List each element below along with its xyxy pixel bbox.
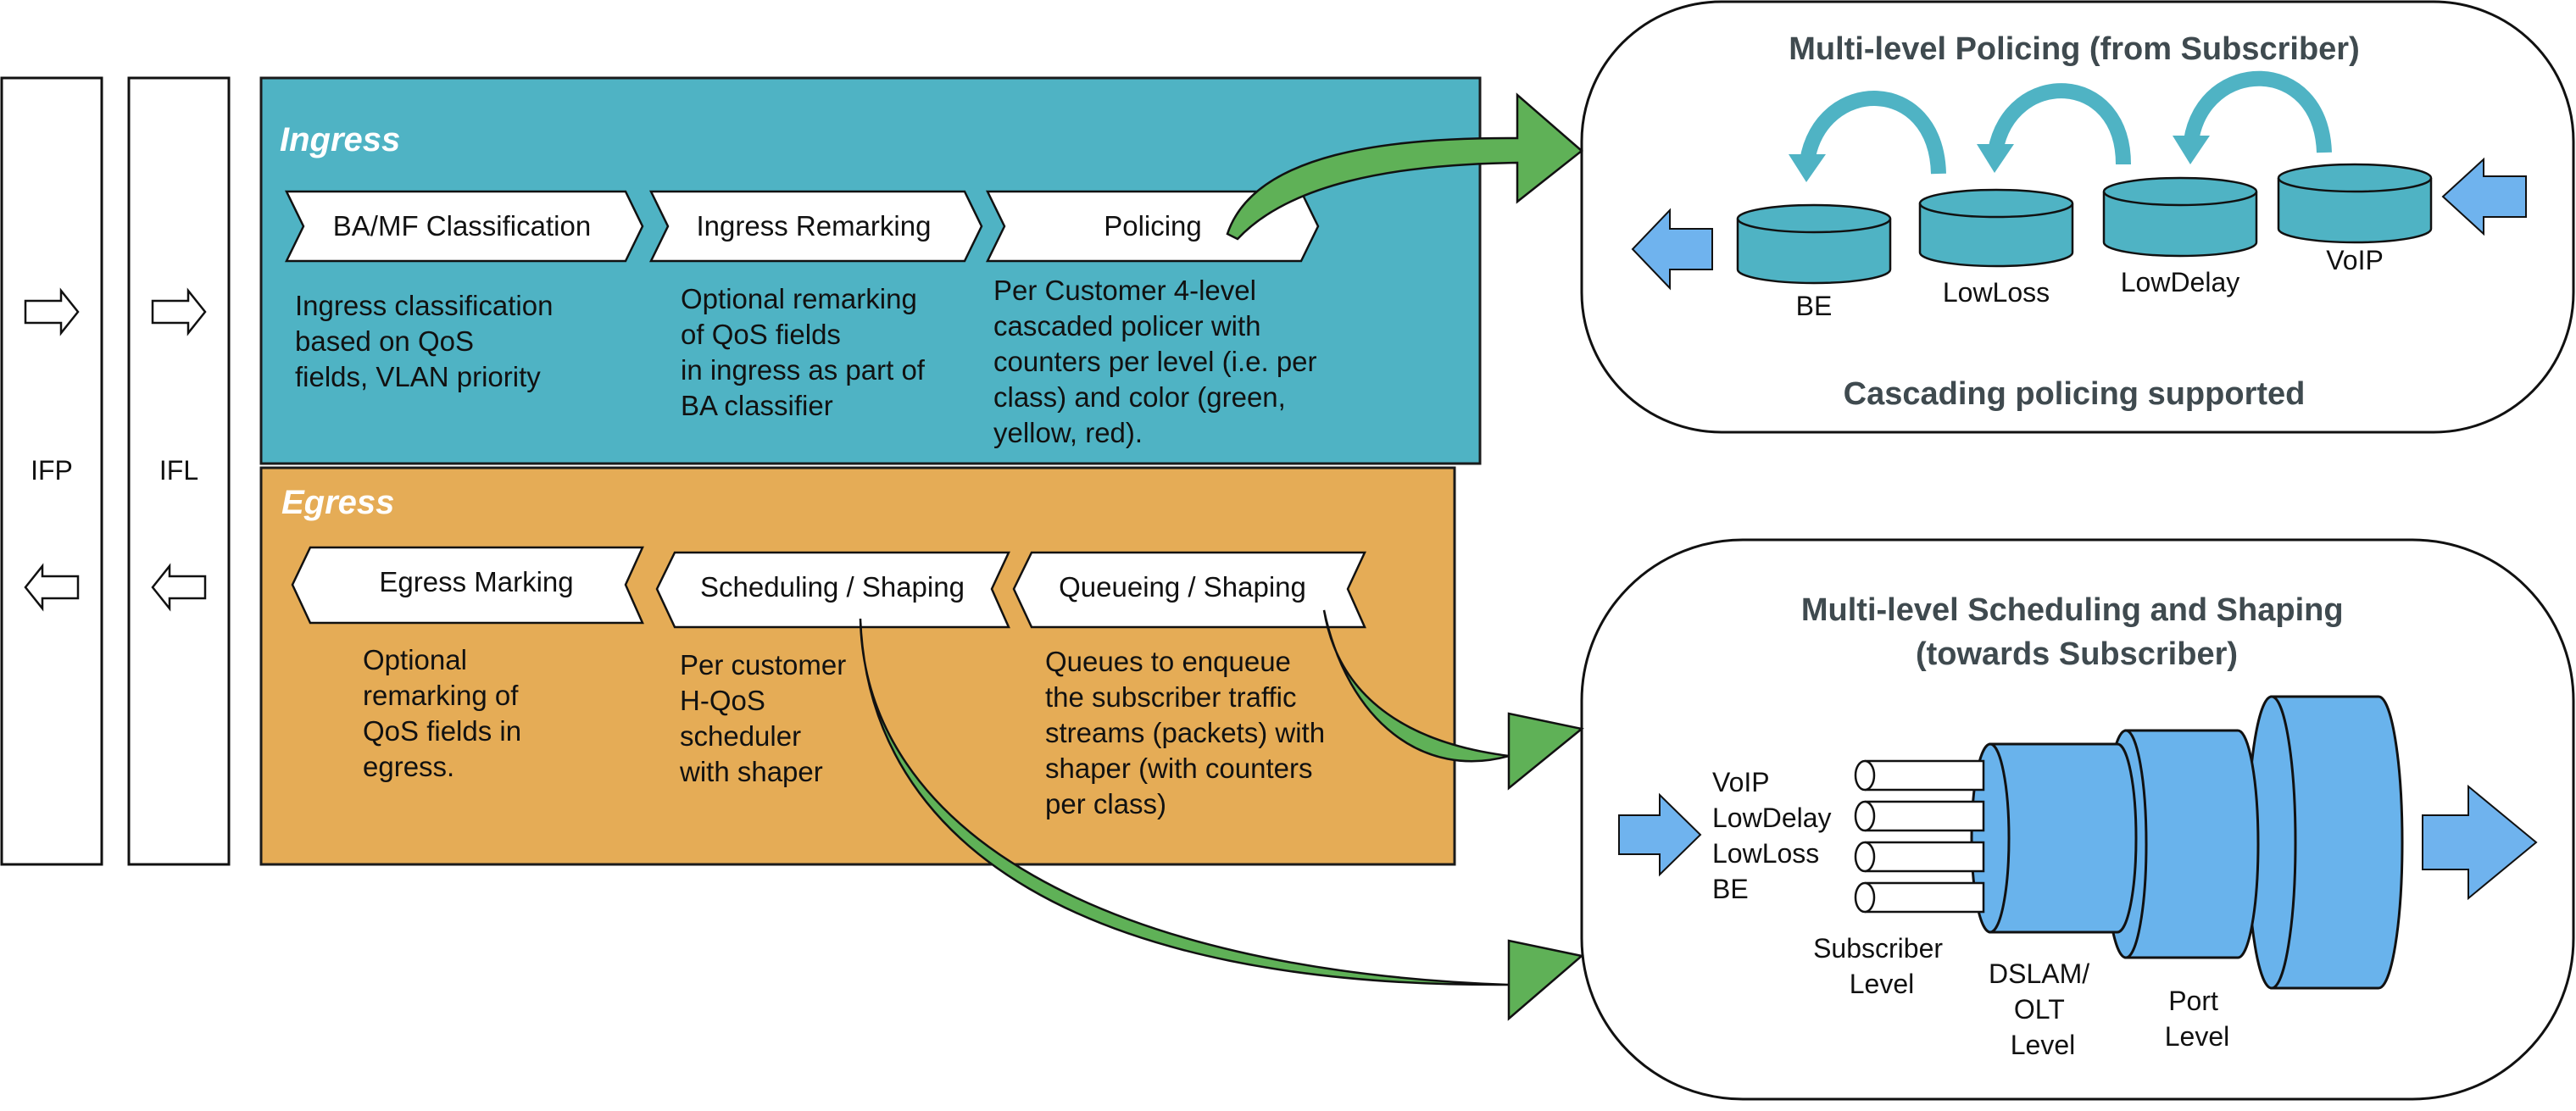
- ifp-bar: IFP: [0, 76, 103, 866]
- cascade-arrowhead: [2173, 136, 2210, 164]
- step-label: Policing: [1104, 210, 1202, 242]
- cascade-arrowhead: [1977, 144, 2014, 173]
- scheduling-panel: Multi-level Scheduling and Shaping (towa…: [1580, 538, 2575, 1101]
- cascade-arrowhead: [1789, 154, 1826, 182]
- cascading-caption: Cascading policing supported: [1844, 376, 2306, 412]
- lowdelay-policer-cylinder: [2102, 176, 2258, 258]
- egress-marking-description: Optional remarking of QoS fields in egre…: [363, 644, 529, 782]
- subscriber-level-cylinder: [1970, 742, 2138, 934]
- voip-policer-cylinder: [2277, 163, 2433, 244]
- class-label-lowloss: LowLoss: [1943, 277, 2050, 308]
- ingress-section: Ingress BA/MF Classification Ingress Rem…: [259, 76, 1482, 465]
- ba-mf-classification-step: [284, 190, 644, 263]
- class-label-be: BE: [1796, 291, 1833, 321]
- right-arrow-icon: [24, 287, 80, 336]
- step-label: Queueing / Shaping: [1059, 571, 1306, 603]
- ifl-label: IFL: [159, 455, 198, 486]
- step-label: Scheduling / Shaping: [700, 571, 965, 603]
- outgoing-blue-arrow-icon: [1631, 208, 1713, 291]
- egress-section: Egress Egress Marking Scheduling / Shapi…: [259, 466, 1456, 866]
- queue-tube-voip: [1854, 759, 1985, 792]
- port-level-cylinder: [2246, 695, 2404, 990]
- ingress-remarking-step: [648, 190, 983, 263]
- policing-to-panel-green-arrow: [1226, 92, 1583, 241]
- step-label: Egress Marking: [379, 566, 573, 597]
- scheduling-to-panel-green-arrow: [859, 618, 1584, 1021]
- queue-tube-be: [1854, 881, 1985, 914]
- scheduling-shaping-step: [655, 551, 1010, 629]
- cascade-arrow-icon: [1800, 91, 1946, 175]
- policing-panel: Multi-level Policing (from Subscriber) B…: [1580, 0, 2575, 434]
- class-label-lowdelay: LowDelay: [2121, 267, 2240, 297]
- ingress-remarking-description: Optional remarking of QoS fields in ingr…: [681, 283, 932, 421]
- policing-panel-title: Multi-level Policing (from Subscriber): [1789, 31, 2360, 67]
- ingress-title: Ingress: [280, 121, 400, 158]
- incoming-blue-arrow-icon: [1618, 792, 1702, 877]
- incoming-blue-arrow-icon: [2441, 157, 2527, 236]
- egress-title: Egress: [281, 484, 394, 521]
- right-arrow-icon: [151, 287, 207, 336]
- queue-tube-lowdelay: [1854, 800, 1985, 832]
- step-label: BA/MF Classification: [333, 210, 591, 242]
- queue-labels: VoIP LowDelay LowLoss BE: [1712, 767, 1839, 904]
- queueing-description: Queues to enqueue the subscriber traffic…: [1045, 646, 1333, 819]
- queueing-shaping-step: [1012, 551, 1366, 629]
- cascade-arrow-icon: [2184, 70, 2332, 153]
- left-arrow-icon: [151, 563, 207, 612]
- scheduling-description: Per customer H-QoS scheduler with shaper: [679, 649, 854, 787]
- ifp-label: IFP: [31, 455, 73, 486]
- lowloss-policer-cylinder: [1918, 188, 2074, 268]
- policing-description: Per Customer 4-level cascaded policer wi…: [993, 275, 1325, 448]
- queue-tube-lowloss: [1854, 841, 1985, 873]
- egress-marking-step: [291, 546, 644, 625]
- be-policer-cylinder: [1736, 203, 1892, 285]
- scheduling-panel-title: Multi-level Scheduling and Shaping (towa…: [1801, 592, 2352, 672]
- ba-mf-description: Ingress classification based on QoS fiel…: [295, 290, 561, 392]
- left-arrow-icon: [24, 563, 80, 612]
- class-label-voip: VoIP: [2326, 245, 2384, 275]
- step-label: Ingress Remarking: [697, 210, 932, 242]
- dslam-olt-level-label: DSLAM/ OLT Level: [1989, 958, 2097, 1060]
- subscriber-level-label: Subscriber Level: [1813, 933, 1950, 999]
- cascade-arrow-icon: [1988, 83, 2131, 165]
- outgoing-blue-arrow-icon: [2422, 784, 2538, 901]
- queueing-to-panel-green-arrow: [1322, 609, 1584, 791]
- ifl-bar: IFL: [127, 76, 231, 866]
- port-level-label: Port Level: [2165, 986, 2230, 1052]
